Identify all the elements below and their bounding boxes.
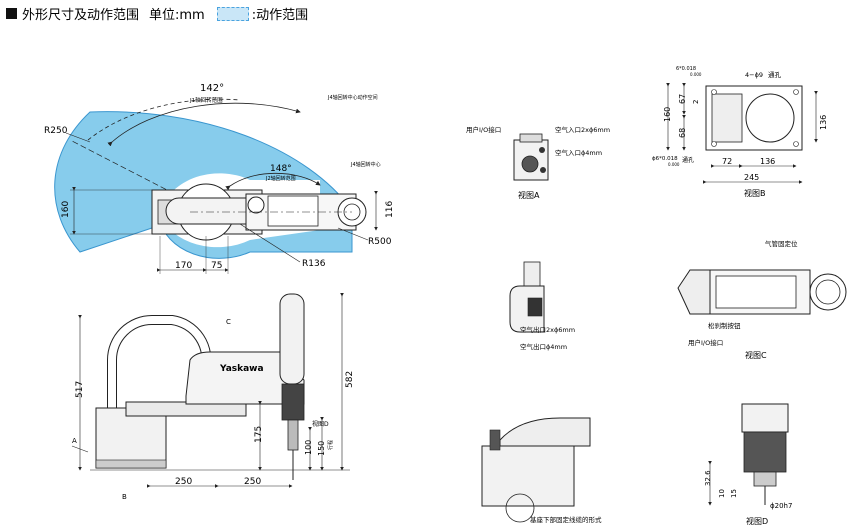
legend-range-swatch: [216, 6, 249, 21]
dim-175: 175: [254, 426, 264, 443]
view-b-d160: 160: [663, 107, 672, 122]
base-column: [95, 407, 167, 469]
brand-logo: Yaskawa: [219, 364, 264, 374]
view-d-d10: 10: [718, 489, 726, 498]
dim-170: 170: [175, 261, 192, 271]
mark-c: C: [226, 318, 231, 326]
view-b-d136v: 136: [819, 115, 828, 130]
view-d-d32-6: 32.6: [704, 470, 712, 486]
view-b-caption: 视图B: [744, 188, 766, 198]
dim-250-a: 250: [175, 477, 192, 487]
page-title: 外形尺寸及动作范围: [22, 8, 140, 23]
view-b-d245: 245: [744, 173, 759, 182]
air-out-6-label: 空气出口2xϕ6mm: [520, 325, 575, 334]
j4-range-label: J4轴回转中心动作空间: [327, 94, 378, 101]
top-view: 142° J1轴回转范围 J4轴回转中心动作空间 148° J2轴回转范围 J4…: [44, 83, 395, 274]
r250-label: R250: [44, 126, 68, 136]
view-a-caption: 视图A: [518, 190, 540, 200]
view-b-through2: 通孔: [682, 156, 694, 164]
view-d-d15: 15: [730, 489, 738, 498]
j1-angle-label: 142°: [200, 83, 224, 94]
black-square-icon: [6, 8, 17, 19]
dim-116: 116: [385, 201, 395, 218]
view-c-pipe-label: 气管固定位: [765, 239, 798, 248]
view-c: 气管固定位 松刹制按钮 用户I/O接口 视图C: [677, 239, 847, 360]
air-out-4-label: 空气出口ϕ4mm: [520, 342, 567, 351]
view-b-tol-left-sub: 0.000: [668, 162, 680, 167]
page-header: 外形尺寸及动作范围 单位:mm :动作范围: [6, 4, 308, 23]
view-b-d136h: 136: [760, 157, 775, 166]
view-a-air-in-6: 空气入口2xϕ6mm: [555, 125, 610, 134]
legend-range-label: :动作范围: [251, 8, 309, 23]
view-b-d68: 68: [678, 128, 687, 138]
view-b-tol-top: 6*0.018: [676, 66, 696, 72]
view-base-cable: 基座下部固定线缆的形式: [481, 417, 602, 524]
view-b-holes: 4−ϕ9: [745, 71, 763, 79]
view-d-caption: 视图D: [746, 516, 768, 526]
dim-582: 582: [345, 371, 355, 388]
z-axis-column: [279, 293, 305, 385]
view-d-mark: 视图D: [312, 420, 329, 428]
unit-label: 单位:mm: [149, 8, 205, 23]
r500-label: R500: [368, 237, 392, 247]
mark-b: B: [122, 493, 127, 501]
view-c-brake-label: 松刹制按钮: [708, 321, 741, 330]
mark-a: A: [72, 437, 77, 445]
view-b-tol-left: ϕ6*0.018: [652, 156, 678, 162]
dim-75: 75: [211, 261, 222, 271]
view-base-caption: 基座下部固定线缆的形式: [530, 515, 602, 524]
dim-150: 150: [317, 441, 326, 456]
view-b-d2: 2: [692, 100, 700, 104]
side-view: Yaskawa 517 582 175 100 150 行程 视图D 250 2…: [71, 293, 355, 501]
view-b: 6*0.018 0.000 4−ϕ9 通孔 ϕ6*0.018 0.000 通孔 …: [652, 66, 828, 198]
view-d-d20h7: ϕ20h7: [770, 502, 792, 510]
view-a-user-io: 用户I/O接口: [466, 125, 501, 134]
view-b-through: 通孔: [768, 70, 782, 79]
j2-angle-label: 148°: [270, 164, 292, 174]
dim-100: 100: [304, 440, 313, 455]
stroke-label: 行程: [327, 440, 334, 450]
view-c-caption: 视图C: [745, 350, 767, 360]
view-air-outlet: 空气出口2xϕ6mm 空气出口ϕ4mm: [509, 261, 575, 351]
view-b-tol-top-sub: 0.000: [690, 72, 702, 77]
view-d: 32.6 10 15 ϕ20h7 视图D: [704, 403, 792, 526]
view-b-d72: 72: [722, 157, 732, 166]
view-a: 用户I/O接口 空气入口2xϕ6mm 空气入口ϕ4mm 视图A: [466, 125, 610, 200]
r136-label: R136: [302, 259, 326, 269]
dim-517: 517: [75, 381, 85, 398]
j1-range-label: J1轴回转范围: [189, 96, 223, 104]
j2-range-label: J2轴回转范围: [265, 175, 296, 182]
dim-250-b: 250: [244, 477, 261, 487]
j4-center-label: J4轴回转中心: [350, 161, 381, 168]
dim-160-top: 160: [61, 201, 71, 218]
view-c-user-io-label: 用户I/O接口: [688, 338, 723, 347]
view-a-air-in-4: 空气入口ϕ4mm: [555, 148, 602, 157]
view-b-d67: 67: [678, 94, 687, 104]
